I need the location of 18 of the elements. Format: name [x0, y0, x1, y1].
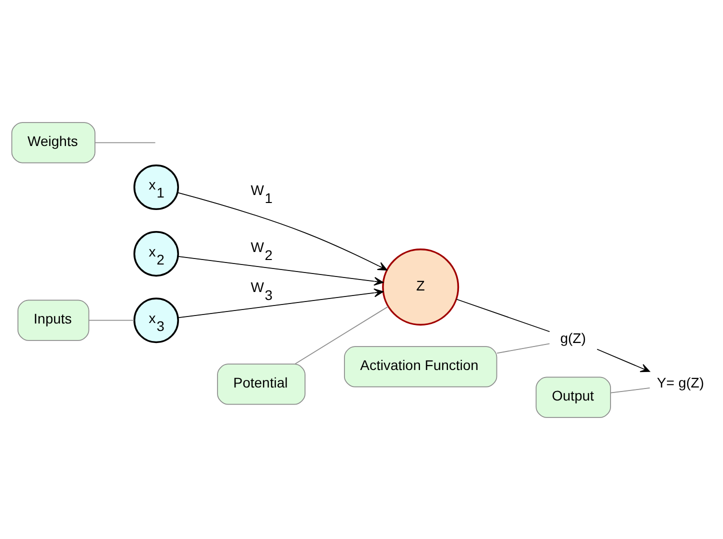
connector	[294, 306, 388, 364]
node-box: Activation Function	[344, 346, 498, 387]
connector	[94, 142, 156, 143]
node-text: Y= g(Z)	[656, 374, 704, 390]
arrow	[178, 256, 384, 286]
connector	[456, 298, 550, 332]
node-text: g(Z)	[560, 329, 586, 346]
node-box: Potential	[217, 363, 306, 404]
arrow	[178, 288, 384, 318]
node-box: Output	[536, 376, 611, 418]
connector	[610, 387, 650, 393]
node-box: Inputs	[17, 299, 90, 340]
arrow	[177, 192, 388, 270]
node-circle: Z	[382, 248, 460, 326]
arrow	[596, 348, 650, 372]
connector	[496, 342, 550, 354]
node-box: Weights	[11, 122, 96, 163]
connector	[88, 319, 134, 320]
